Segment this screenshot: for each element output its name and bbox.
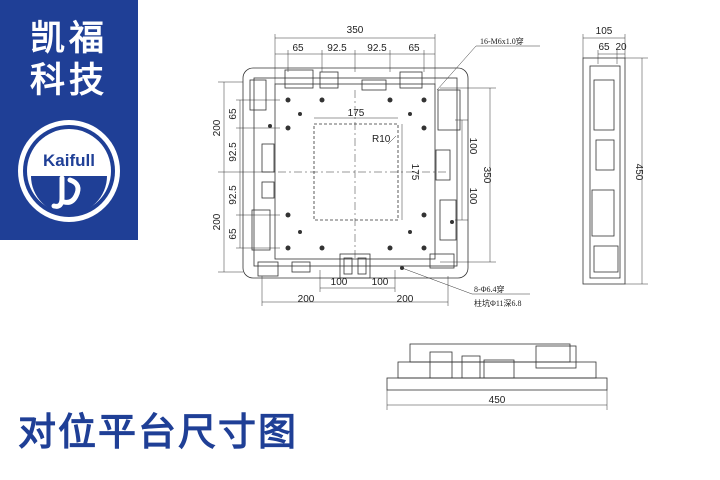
dim-left-inner-1: 65 (228, 108, 239, 120)
dim-top-seg-1: 65 (292, 43, 304, 54)
dim-top-seg-4: 65 (408, 43, 420, 54)
dim-left-inner-2: 92.5 (228, 142, 239, 162)
dim-bottom-inner-2: 100 (372, 277, 389, 288)
front-view-base (386, 377, 608, 391)
dim-right-inner-2: 100 (467, 188, 478, 205)
mounting-holes (268, 97, 454, 270)
counterbore-note-1: 8-Φ6.4穿 (474, 284, 505, 294)
kaifull-logo-icon: Kaifull (18, 120, 120, 222)
side-dim-seg-1: 65 (598, 42, 610, 53)
dim-left-outer-2: 200 (212, 213, 223, 230)
top-view-table (274, 83, 436, 260)
brand-name-line1: 凯福 (29, 19, 108, 59)
logo-text: Kaifull (43, 151, 95, 170)
side-view-outline (582, 57, 626, 285)
counterbore-note-2: 柱坑Φ11深6.8 (474, 298, 522, 308)
top-view-base-outline (242, 67, 469, 279)
dim-inner-width: 175 (348, 108, 365, 119)
page-title: 对位平台尺寸图 (18, 410, 299, 454)
dim-right-inner-1: 100 (467, 138, 478, 155)
side-dim-seg-2: 20 (615, 42, 627, 53)
front-dim-width: 450 (489, 395, 506, 406)
dim-top-seg-2: 92.5 (327, 43, 347, 54)
dim-left-outer-1: 200 (212, 119, 223, 136)
brand-name-line2: 科技 (29, 61, 108, 101)
dim-left-inner-3: 92.5 (228, 185, 239, 205)
corner-radius-label: R10 (372, 134, 391, 145)
dim-top-seg-3: 92.5 (367, 43, 387, 54)
side-dim-width: 105 (596, 26, 613, 37)
dim-bottom-outer-1: 200 (298, 294, 315, 305)
dim-top-overall: 350 (347, 25, 364, 36)
hole-note: 16-M6x1.0穿 (480, 36, 524, 46)
dim-left-inner-4: 65 (228, 228, 239, 240)
brand-panel: 凯福 科技 Kaifull (0, 0, 138, 240)
dim-inner-height: 175 (409, 164, 420, 181)
dim-bottom-outer-2: 200 (397, 294, 414, 305)
dim-bottom-inner-1: 100 (331, 277, 348, 288)
dim-right-overall: 350 (481, 167, 492, 184)
side-dim-height: 450 (633, 164, 644, 181)
